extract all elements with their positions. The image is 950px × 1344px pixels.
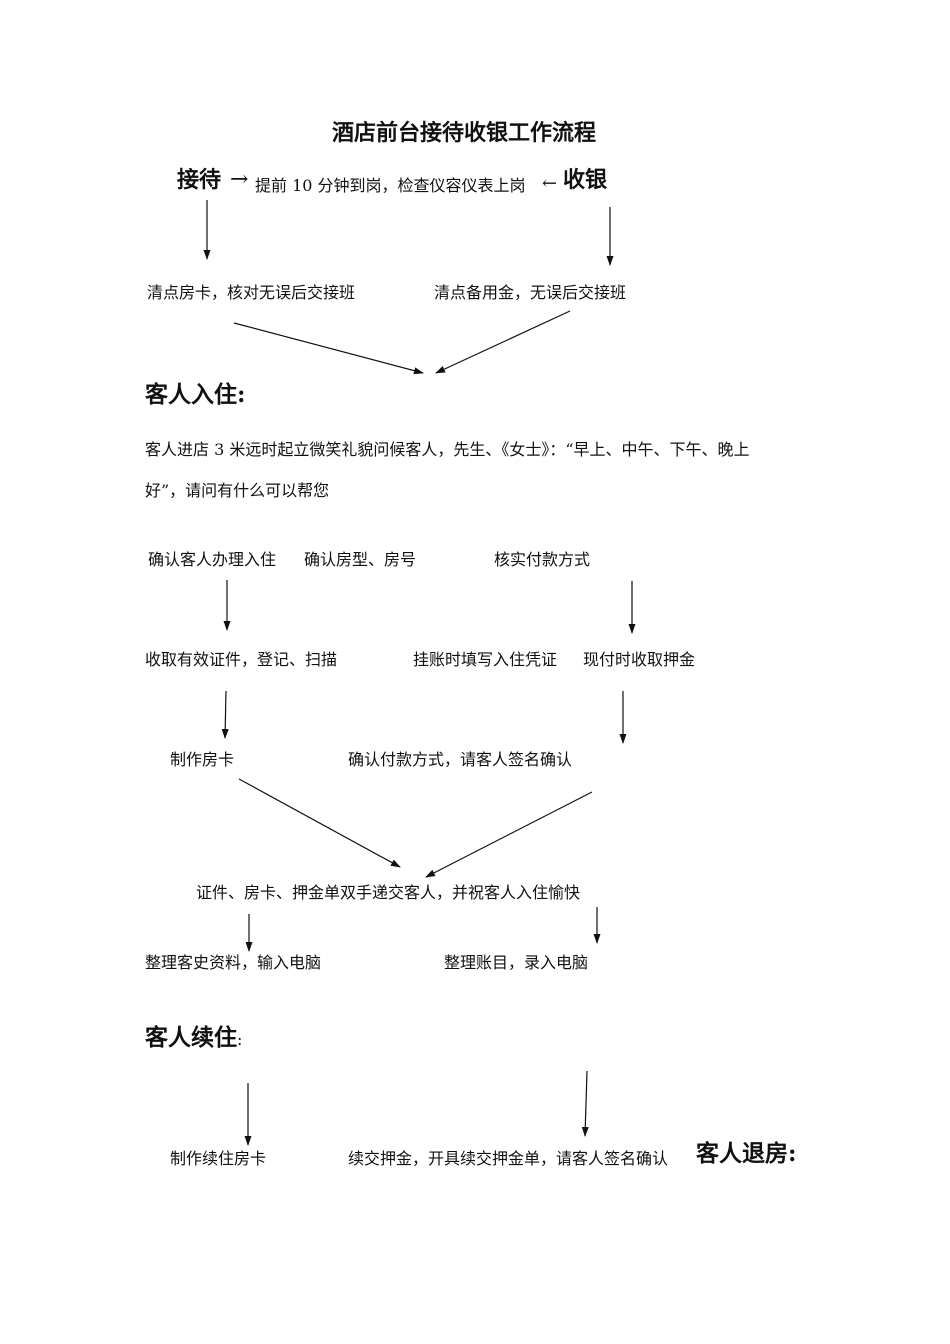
credit-voucher-step: 挂账时填写入住凭证 — [413, 650, 558, 669]
confirm-checkin-step: 确认客人办理入住 — [148, 550, 277, 569]
checkin-heading: 客人入住: — [145, 381, 246, 408]
confirm-payment-sign-step: 确认付款方式，请客人签名确认 — [348, 750, 573, 769]
cashier-label: 收银 — [563, 167, 608, 193]
page-title: 酒店前台接待收银工作流程 — [332, 120, 597, 146]
arrow-handover-right-merge — [435, 310, 571, 374]
greeting-line-2: 好”，请问有什么可以帮您 — [145, 481, 330, 500]
right-arrow-icon: → — [230, 167, 249, 192]
cash-deposit-step: 现付时收取押金 — [583, 650, 696, 669]
confirm-room-step: 确认房型、房号 — [304, 550, 417, 569]
handover-right-step: 清点备用金，无误后交接班 — [434, 283, 627, 302]
arrow-extend-deposit-down — [581, 1070, 589, 1137]
arrow-card-merge — [238, 778, 401, 868]
arrow-id-down — [221, 690, 229, 739]
arrow-handover-left-merge — [233, 322, 424, 375]
collect-id-step: 收取有效证件，登记、扫描 — [145, 650, 338, 669]
hand-over-items-step: 证件、房卡、押金单双手递交客人，并祝客人入住愉快 — [196, 883, 581, 902]
organize-guest-data-step: 整理客史资料，输入电脑 — [145, 953, 322, 972]
checkout-heading: 客人退房: — [696, 1140, 797, 1167]
reception-label: 接待 — [177, 167, 222, 193]
make-card-step: 制作房卡 — [170, 750, 235, 769]
extend-stay-heading: 客人续住: — [145, 1026, 243, 1050]
extend-stay-heading-colon: : — [237, 1030, 243, 1049]
extend-stay-heading-text: 客人续住 — [145, 1024, 237, 1051]
greeting-line-1: 客人进店 3 米远时起立微笑礼貌问候客人，先生、《女士》：“早上、中午、下午、晚… — [145, 440, 750, 459]
make-extend-card-step: 制作续住房卡 — [170, 1149, 267, 1168]
header-step-text: 提前 10 分钟到岗，检查仪容仪表上岗 — [255, 176, 526, 195]
arrow-sign-merge — [425, 791, 593, 878]
extend-deposit-step: 续交押金，开具续交押金单，请客人签名确认 — [348, 1149, 669, 1168]
organize-accounts-step: 整理账目，录入电脑 — [444, 953, 589, 972]
handover-left-step: 清点房卡，核对无误后交接班 — [147, 283, 356, 302]
left-arrow-icon: ← — [542, 173, 558, 194]
verify-payment-step: 核实付款方式 — [494, 550, 591, 569]
